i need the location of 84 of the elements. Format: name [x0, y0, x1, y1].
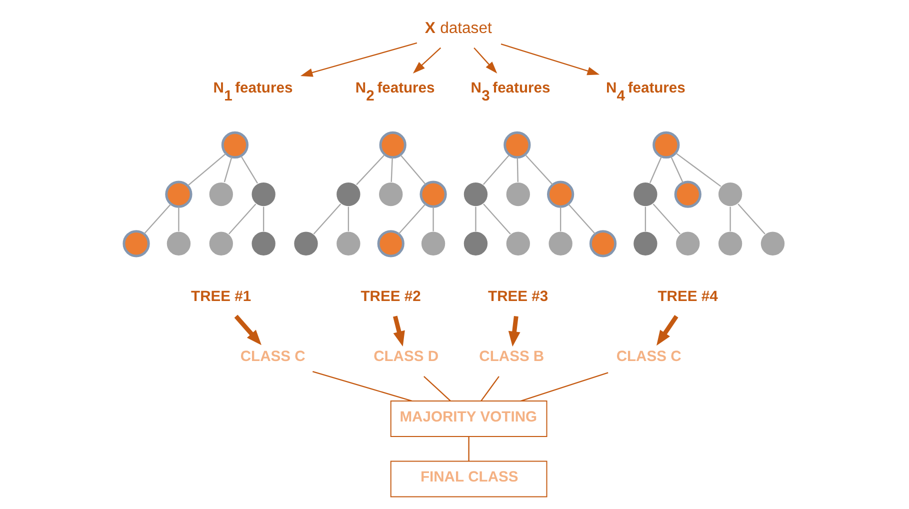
node-box: MAJORITY VOTING [390, 400, 548, 438]
node-text: TREE #3 [488, 288, 548, 305]
connector [475, 206, 476, 232]
node-circle [221, 131, 249, 159]
node-circle [250, 230, 276, 256]
connector [228, 204, 256, 234]
node-circle [505, 230, 531, 256]
connector [144, 204, 172, 234]
node-box: FINAL CLASS [390, 460, 548, 498]
node-circle [336, 230, 362, 256]
arrow [234, 314, 262, 346]
connector [524, 154, 554, 186]
node-circle [505, 181, 531, 208]
node-circle [336, 181, 362, 208]
arrow [656, 314, 678, 346]
connector [649, 156, 662, 184]
node-circle [675, 230, 701, 256]
connector [520, 372, 608, 402]
node-circle [293, 230, 319, 256]
node-text: TREE #2 [360, 288, 421, 305]
connector [652, 204, 681, 234]
node-circle [504, 131, 531, 159]
arrow [300, 42, 418, 77]
node-text: X dataset [424, 20, 492, 37]
connector [480, 376, 500, 402]
arrow [392, 316, 405, 346]
node-circle [547, 180, 574, 208]
connector [178, 206, 180, 232]
node-circle [166, 230, 192, 256]
node-text: CLASS B [479, 349, 544, 366]
node-circle [462, 230, 489, 256]
node-circle [250, 181, 276, 208]
node-circle [717, 230, 744, 256]
node-circle [548, 230, 574, 256]
node-circle [165, 180, 192, 208]
connector [560, 206, 562, 232]
node-circle [420, 180, 447, 208]
connector [240, 156, 258, 184]
node-circle [717, 181, 744, 208]
arrow [412, 47, 442, 74]
arrow [508, 316, 520, 347]
node-circle [420, 230, 446, 256]
connector [224, 156, 232, 182]
node-circle [379, 131, 406, 159]
node-circle [377, 230, 404, 258]
connector [348, 206, 350, 232]
connector [670, 156, 684, 184]
connector [398, 204, 426, 234]
node-circle [632, 230, 658, 256]
node-circle [208, 230, 234, 256]
connector [432, 206, 434, 232]
node-text: CLASS C [616, 349, 682, 366]
node-circle [208, 181, 234, 208]
arrow [500, 44, 600, 76]
connector [188, 153, 226, 186]
connector [675, 152, 722, 187]
connector [356, 154, 386, 186]
connector [482, 154, 510, 185]
connector [400, 154, 426, 185]
node-circle [122, 230, 150, 258]
node-circle [760, 230, 786, 256]
node-circle [674, 180, 702, 208]
connector [262, 206, 264, 232]
connector [424, 376, 451, 402]
node-text: CLASS D [374, 349, 439, 366]
connector [516, 157, 518, 182]
node-circle [632, 181, 658, 208]
connector [644, 206, 646, 232]
node-circle [652, 131, 680, 159]
connector [468, 436, 470, 461]
connector [483, 204, 511, 234]
arrow [474, 47, 498, 74]
node-circle [462, 181, 489, 208]
node-circle [378, 181, 404, 208]
connector [568, 204, 596, 234]
node-text: TREE #4 [658, 288, 718, 305]
connector [738, 204, 766, 234]
connector [730, 206, 731, 232]
connector [312, 370, 412, 402]
node-text: TREE #1 [191, 288, 252, 305]
connector [390, 157, 393, 182]
node-text: CLASS C [240, 349, 306, 366]
node-circle [589, 230, 617, 258]
connector [313, 204, 342, 234]
